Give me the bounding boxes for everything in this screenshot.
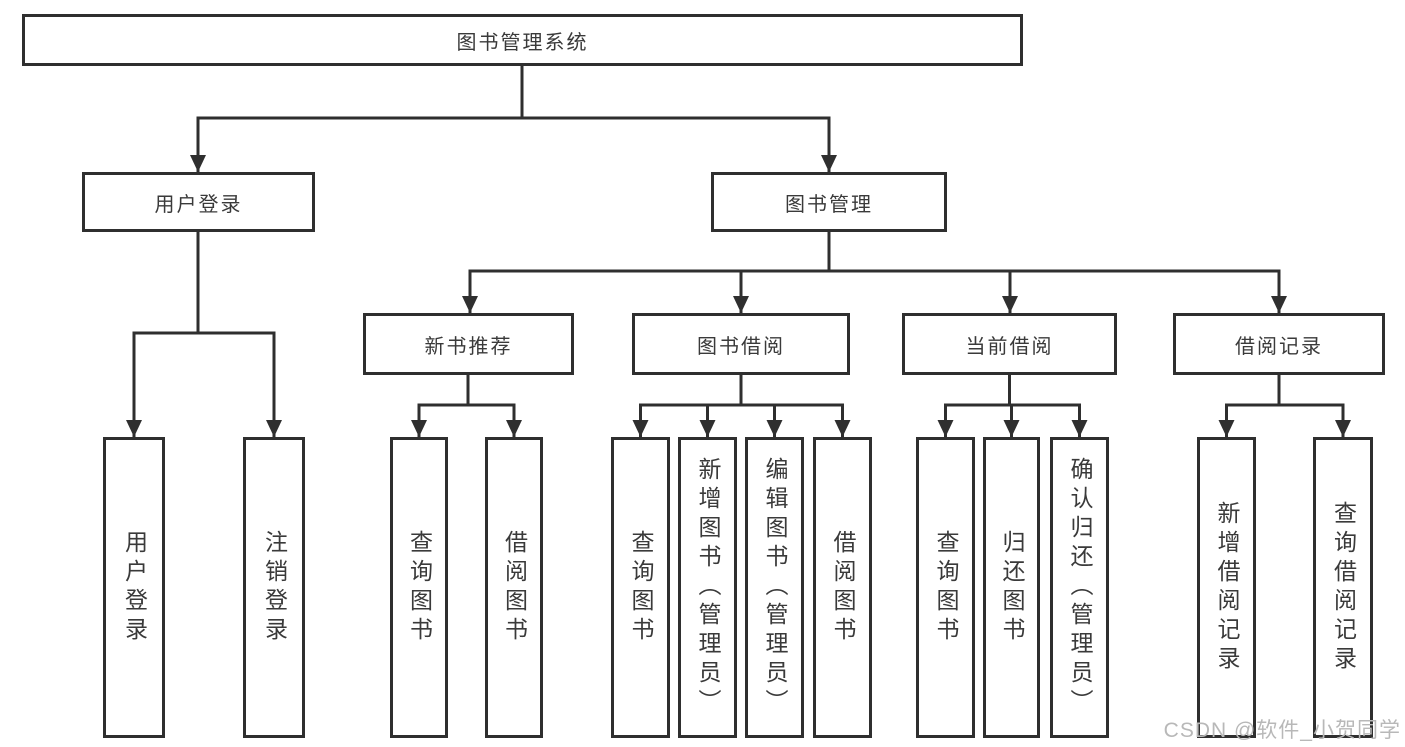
node-book-borrowing: 图书借阅 [632,313,850,375]
node-user-login: 用户登录 [82,172,315,232]
node-new-book-recommend: 新书推荐 [363,313,574,375]
edge-book-mgmt-to-level3 [462,232,1287,313]
edge-borrow-record-to-leaves [1218,375,1351,437]
leaf-current-confirm-return-admin: 确认归还（管理员） [1050,437,1109,738]
leaf-recommend-query-books: 查询图书 [390,437,448,738]
edge-user-login-to-leaves [126,232,282,437]
node-book-management: 图书管理 [711,172,947,232]
leaf-user-login: 用户登录 [103,437,165,738]
node-root-system: 图书管理系统 [22,14,1023,66]
edge-book-borrow-to-leaves [632,375,851,437]
leaf-borrowing-query-books: 查询图书 [611,437,670,738]
edge-root-to-level2 [190,66,837,172]
leaf-current-return-books: 归还图书 [983,437,1040,738]
leaf-borrowing-add-books-admin: 新增图书（管理员） [678,437,737,738]
node-current-borrowing: 当前借阅 [902,313,1117,375]
leaf-recommend-borrow-books: 借阅图书 [485,437,543,738]
leaf-record-query-borrow-record: 查询借阅记录 [1313,437,1373,738]
edge-new-book-rec-to-leaves [411,375,522,437]
leaf-record-add-borrow-record: 新增借阅记录 [1197,437,1256,738]
leaf-borrowing-edit-books-admin: 编辑图书（管理员） [745,437,804,738]
leaf-borrowing-borrow-books: 借阅图书 [813,437,872,738]
edge-current-borrow-to-leaves [937,375,1088,437]
csdn-watermark: CSDN @软件_小贺同学 [1163,719,1401,742]
leaf-logout: 注销登录 [243,437,305,738]
leaf-current-query-books: 查询图书 [916,437,975,738]
node-borrowing-records: 借阅记录 [1173,313,1385,375]
